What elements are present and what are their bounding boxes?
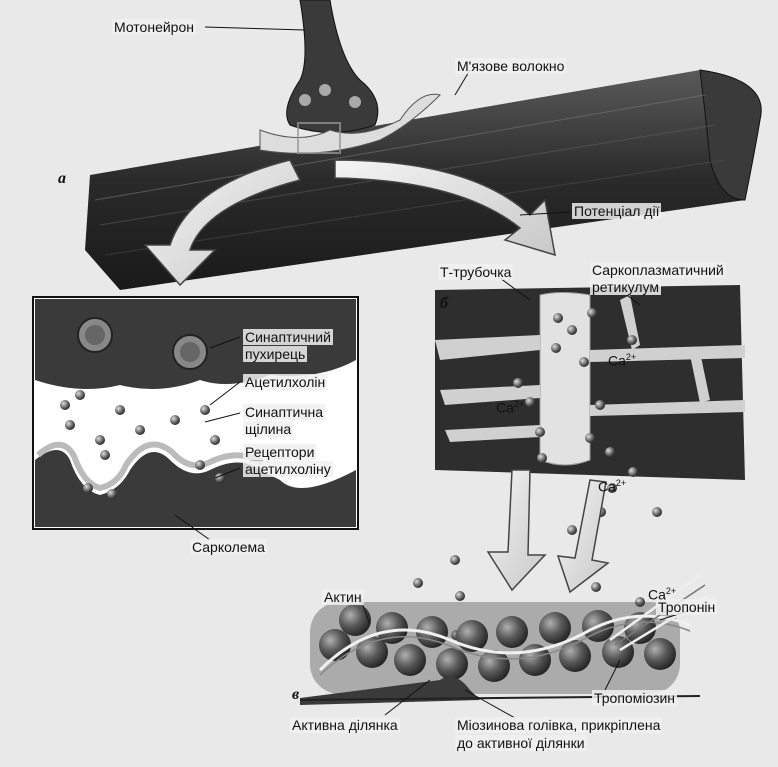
label-motoneuron: Мотонейрон xyxy=(112,19,196,35)
label-troponin: Тропонін xyxy=(656,599,718,615)
calcium-label-2: Ca2+ xyxy=(496,399,525,416)
label-acetylcholine: Ацетилхолін xyxy=(243,374,328,390)
motoneuron-terminal xyxy=(259,0,441,154)
label-synaptic-vesicle-2: пухирець xyxy=(243,346,308,362)
label-sarcoplasmic-reticulum-1: Саркоплазматичний xyxy=(590,262,726,278)
panel-letter-b: б xyxy=(440,295,448,312)
label-synaptic-vesicle-1: Синаптичний xyxy=(243,329,333,345)
label-sarcolemma: Сарколема xyxy=(190,539,267,555)
t-tubule-panel xyxy=(435,285,745,480)
label-myosin-head-1: Міозинова голівка, прикріплена xyxy=(455,717,663,733)
label-receptors-2: ацетилхоліну xyxy=(243,461,333,477)
calcium-label-4: Ca2+ xyxy=(648,586,677,603)
label-synaptic-cleft-1: Синаптична xyxy=(243,404,326,420)
label-action-potential: Потенціал дії xyxy=(572,203,662,219)
calcium-ions xyxy=(413,308,662,640)
acetylcholine-dots xyxy=(60,390,225,499)
arrow-to-t-tubule xyxy=(334,159,556,257)
label-myosin-head-2: до активної ділянки xyxy=(455,735,587,751)
label-sarcoplasmic-reticulum-2: ретикулум xyxy=(590,279,661,295)
label-active-site: Активна ділянка xyxy=(290,717,400,733)
arrow-down-right xyxy=(556,479,610,594)
label-receptors-1: Рецептори xyxy=(243,444,317,460)
panel-letter-v: в xyxy=(292,686,300,703)
label-actin: Актин xyxy=(322,589,364,605)
actin-filament xyxy=(310,602,680,694)
calcium-label-3: Ca2+ xyxy=(598,478,627,495)
panel-letter-a: а xyxy=(58,170,66,187)
leader-lines xyxy=(174,26,701,719)
label-synaptic-cleft-2: щілина xyxy=(243,421,294,437)
label-muscle-fiber: М'язове волокно xyxy=(455,58,567,74)
label-t-tubule: Т-трубочка xyxy=(438,264,514,280)
arrow-to-synapse xyxy=(143,159,302,287)
calcium-label-1: Ca2+ xyxy=(608,352,637,369)
arrow-down-left xyxy=(486,469,547,592)
label-tropomyosin: Тропоміозин xyxy=(592,690,678,706)
